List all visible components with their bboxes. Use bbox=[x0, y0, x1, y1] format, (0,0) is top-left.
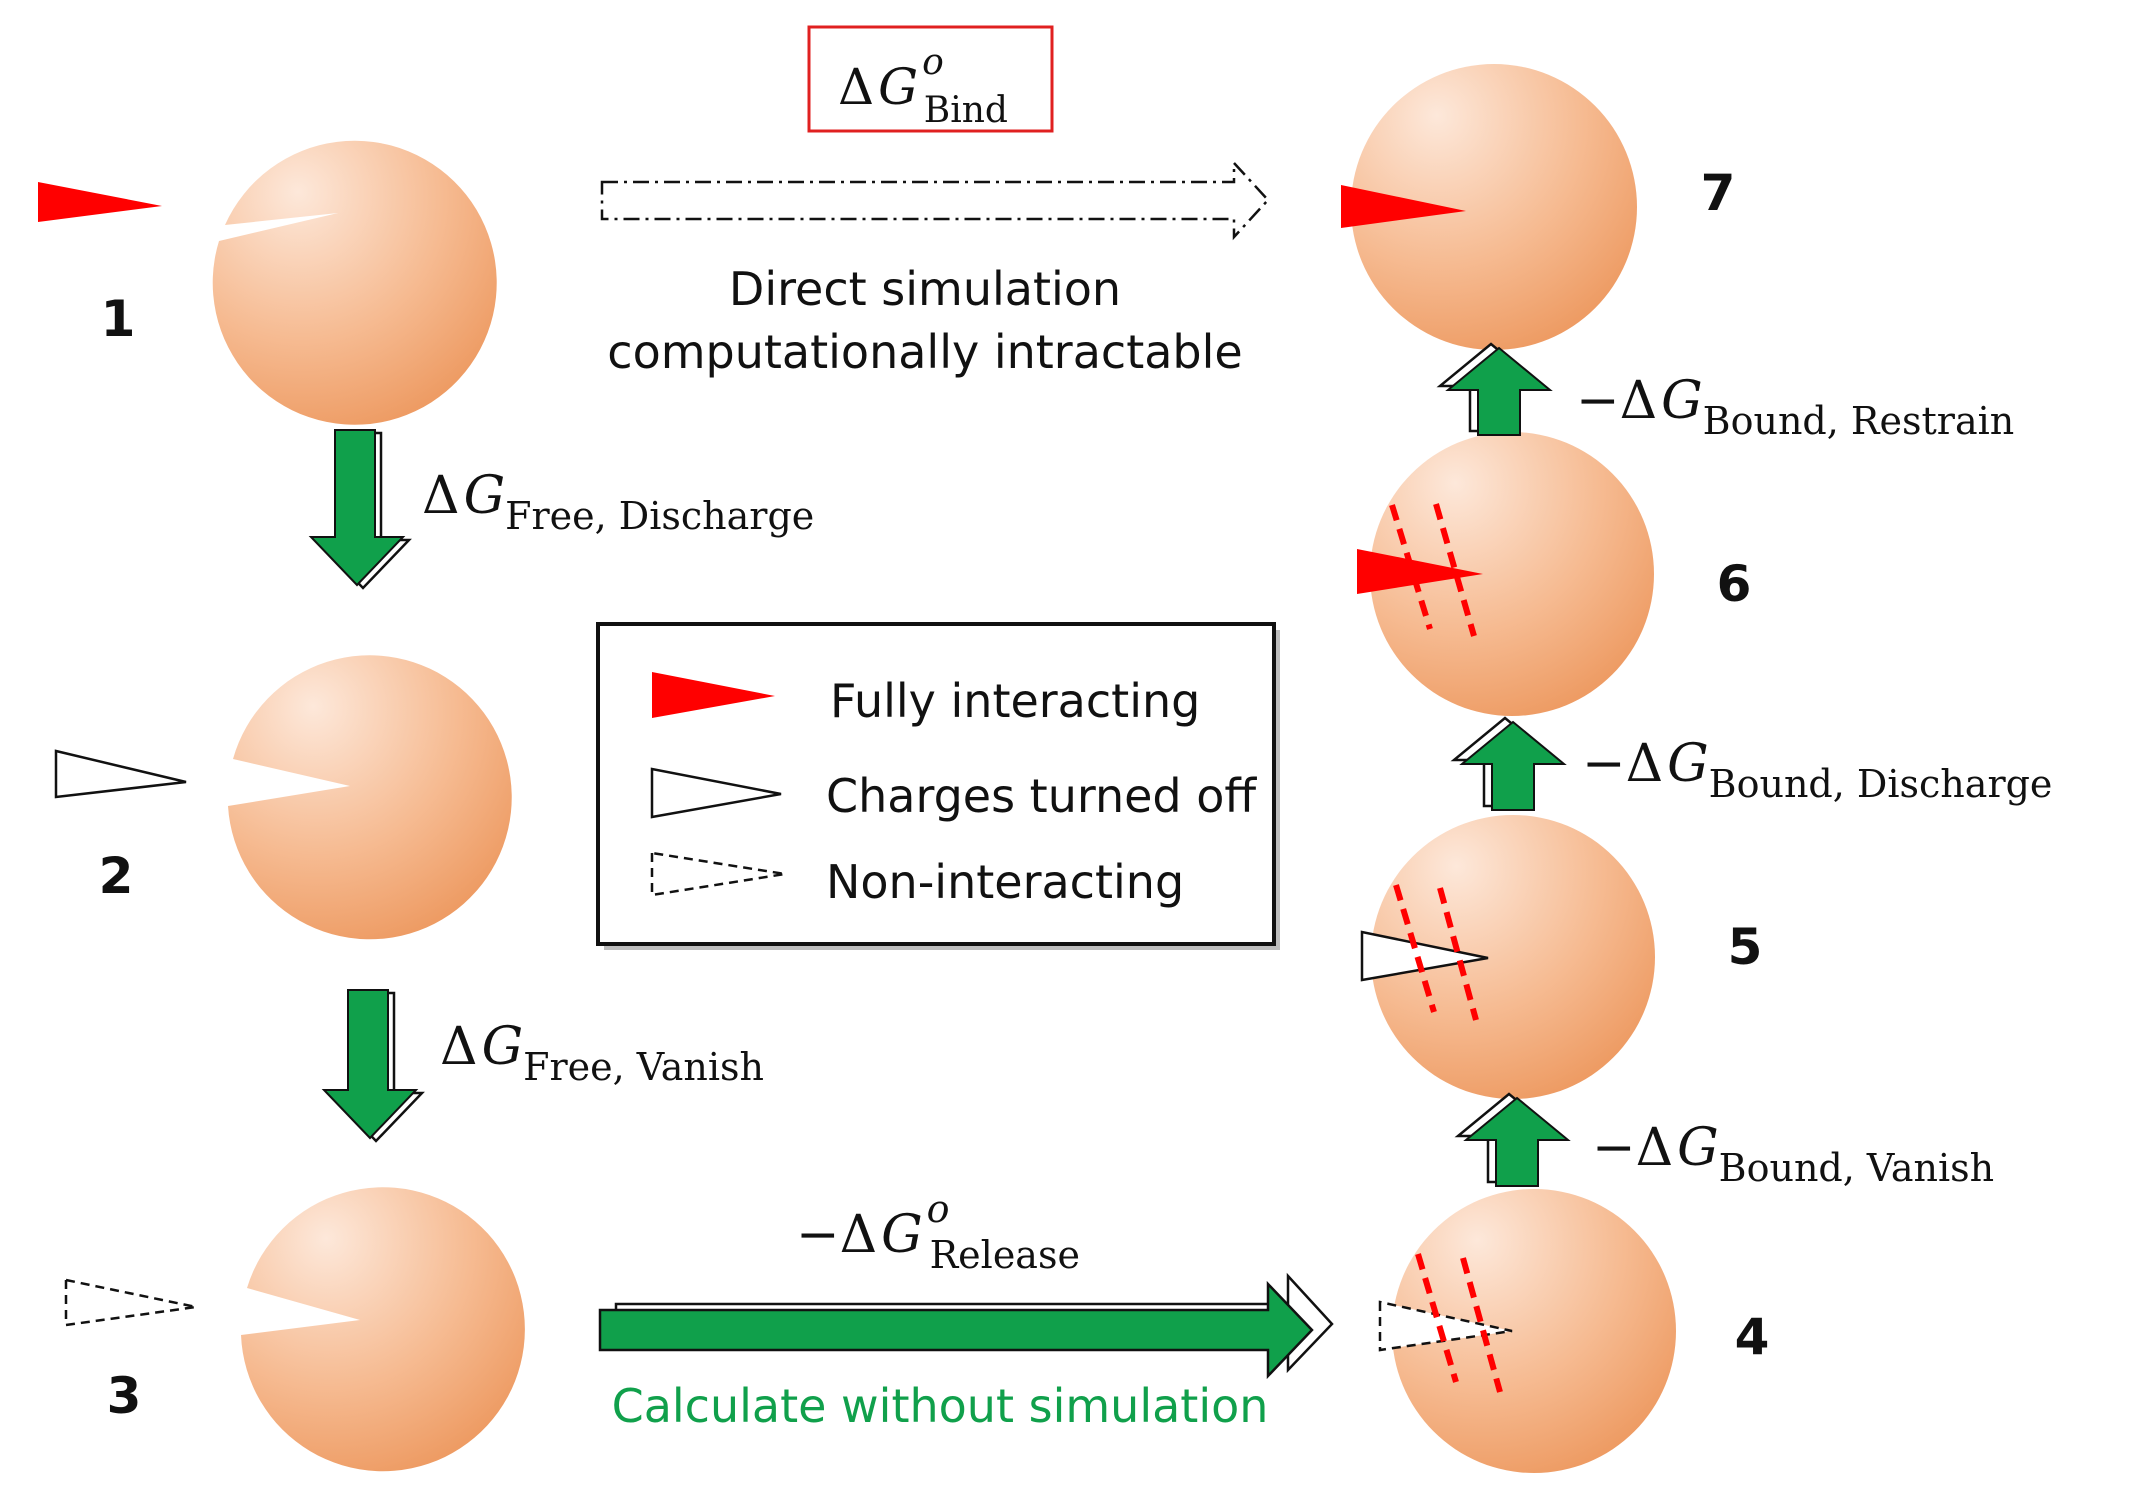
legend-full-label: Fully interacting bbox=[830, 674, 1200, 728]
state-4-number: 4 bbox=[1735, 1308, 1770, 1366]
bound-discharge-arrow bbox=[1450, 716, 1567, 811]
legend-discharged-icon bbox=[650, 767, 782, 819]
state-6-restraint-lines bbox=[1389, 503, 1477, 637]
legend-discharged-label: Charges turned off bbox=[826, 769, 1257, 823]
state-4-ligand-noninteracting bbox=[1378, 1300, 1513, 1352]
free-discharge-arrow bbox=[308, 429, 412, 590]
state-2-sphere bbox=[228, 655, 512, 940]
state-7-ligand-bound bbox=[1341, 185, 1466, 228]
state-5-number: 5 bbox=[1728, 918, 1763, 976]
legend-noninteracting-label: Non-interacting bbox=[826, 855, 1184, 909]
state-5-ligand-discharged bbox=[1360, 930, 1489, 982]
bound-vanish-label: −ΔGBound, Vanish bbox=[1592, 1118, 1994, 1190]
state-3-ligand-noninteracting bbox=[64, 1278, 197, 1327]
state-6-sphere bbox=[1370, 432, 1654, 716]
bind-energy-box bbox=[807, 25, 1054, 133]
free-discharge-label: ΔGFree, Discharge bbox=[422, 466, 814, 538]
free-vanish-label: ΔGFree, Vanish bbox=[440, 1017, 764, 1089]
direct-simulation-line1: Direct simulation bbox=[729, 262, 1121, 316]
state-3-sphere bbox=[241, 1187, 525, 1472]
legend-full-icon bbox=[652, 672, 775, 718]
release-arrow bbox=[598, 1272, 1334, 1380]
state-2-ligand-discharged bbox=[54, 749, 187, 799]
bound-restrain-label: −ΔGBound, Restrain bbox=[1576, 371, 2014, 443]
direct-simulation-dashed-arrow bbox=[600, 159, 1270, 241]
state-1-number: 1 bbox=[101, 290, 136, 348]
state-3-number: 3 bbox=[107, 1367, 142, 1425]
state-7-sphere bbox=[1351, 64, 1637, 350]
state-7-number: 7 bbox=[1701, 164, 1736, 222]
state-1-sphere bbox=[212, 140, 497, 425]
free-vanish-arrow bbox=[321, 989, 425, 1143]
state-6-ligand-restrained bbox=[1357, 549, 1483, 594]
state-4-restraint-lines bbox=[1415, 1253, 1503, 1393]
legend-noninteracting-icon bbox=[650, 851, 786, 897]
state-1-ligand-full bbox=[38, 182, 162, 222]
state-5-restraint-lines bbox=[1393, 884, 1479, 1021]
direct-simulation-line2: computationally intractable bbox=[607, 325, 1242, 379]
state-6-number: 6 bbox=[1717, 555, 1752, 613]
bound-restrain-arrow bbox=[1436, 342, 1553, 436]
bound-vanish-arrow bbox=[1454, 1092, 1571, 1187]
bound-discharge-label: −ΔGBound, Discharge bbox=[1582, 734, 2052, 806]
release-caption: Calculate without simulation bbox=[612, 1379, 1269, 1433]
state-5-sphere bbox=[1371, 815, 1655, 1099]
state-2-number: 2 bbox=[99, 847, 134, 905]
